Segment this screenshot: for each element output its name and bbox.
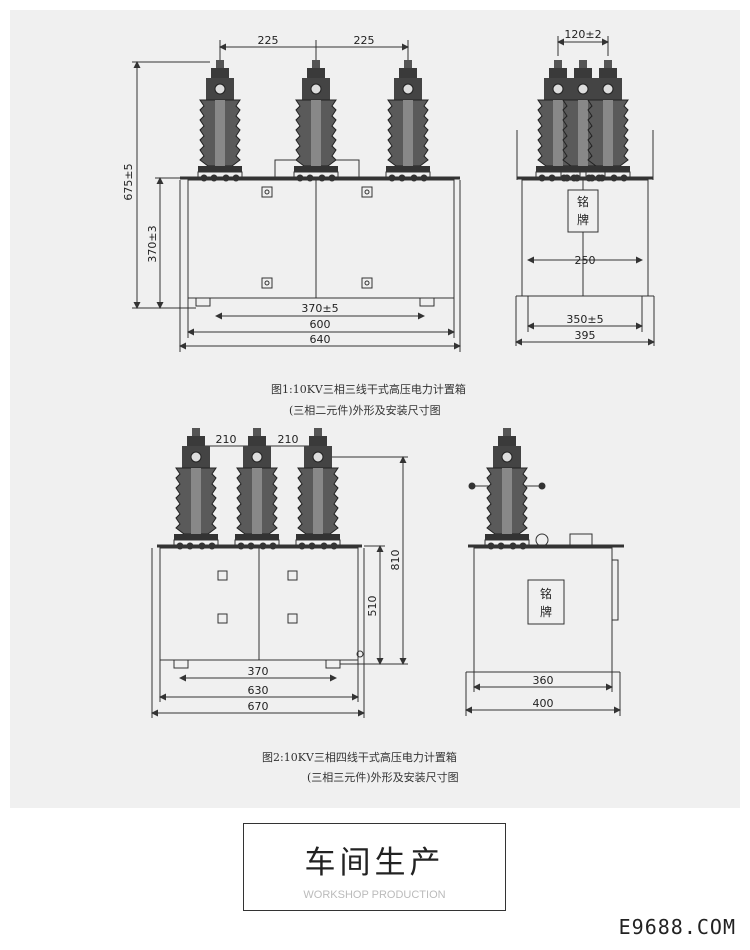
- dim-label: 225: [258, 34, 279, 47]
- dim-label: 210: [216, 433, 237, 446]
- dim-label: 360: [533, 674, 554, 687]
- figure1-caption-line2: (三相二元件)外形及安装尺寸图: [289, 404, 441, 417]
- dim-label: 510: [366, 596, 379, 617]
- dim-label: 400: [533, 697, 554, 710]
- dim-label: 225: [354, 34, 375, 47]
- figure1-side-view: [515, 36, 655, 346]
- dim-label: 810: [389, 550, 402, 571]
- nameplate-label: 牌: [577, 213, 589, 227]
- insulator-icon: [484, 427, 530, 551]
- dim-label: 630: [248, 684, 269, 697]
- dim-label: 675±5: [122, 163, 135, 200]
- figure2-front-view: [151, 440, 408, 718]
- dim-label: 120±2: [564, 28, 601, 41]
- figure2-caption-line2: (三相三元件)外形及安装尺寸图: [307, 771, 459, 784]
- dim-label: 640: [310, 333, 331, 346]
- section-heading-box: 车间生产 WORKSHOP PRODUCTION: [243, 823, 506, 911]
- nameplate-label: 铭: [540, 586, 552, 601]
- section-title: 车间生产: [304, 845, 445, 881]
- insulator-icon: [197, 59, 243, 183]
- dim-label: 210: [278, 433, 299, 446]
- site-watermark: E9688.COM: [618, 915, 736, 939]
- dim-label: 250: [575, 254, 596, 267]
- dim-label: 670: [248, 700, 269, 713]
- section-subtitle: WORKSHOP PRODUCTION: [303, 889, 446, 901]
- dim-label: 370±5: [301, 302, 338, 315]
- dim-label: 370: [248, 665, 269, 678]
- figure2-side-view: [465, 482, 624, 716]
- figure2-caption-line1: 图2:10KV三相四线干式高压电力计置箱: [262, 751, 457, 764]
- dim-label: 395: [575, 329, 596, 342]
- nameplate-label: 铭: [577, 194, 589, 209]
- insulator-icon: [293, 59, 339, 183]
- nameplate-label: 牌: [540, 605, 552, 619]
- dim-label: 350±5: [566, 313, 603, 326]
- dim-label: 370±3: [146, 225, 159, 262]
- figure1-caption-line1: 图1:10KV三相三线干式高压电力计置箱: [271, 383, 466, 396]
- dim-label: 600: [310, 318, 331, 331]
- insulator-icon: [385, 59, 431, 183]
